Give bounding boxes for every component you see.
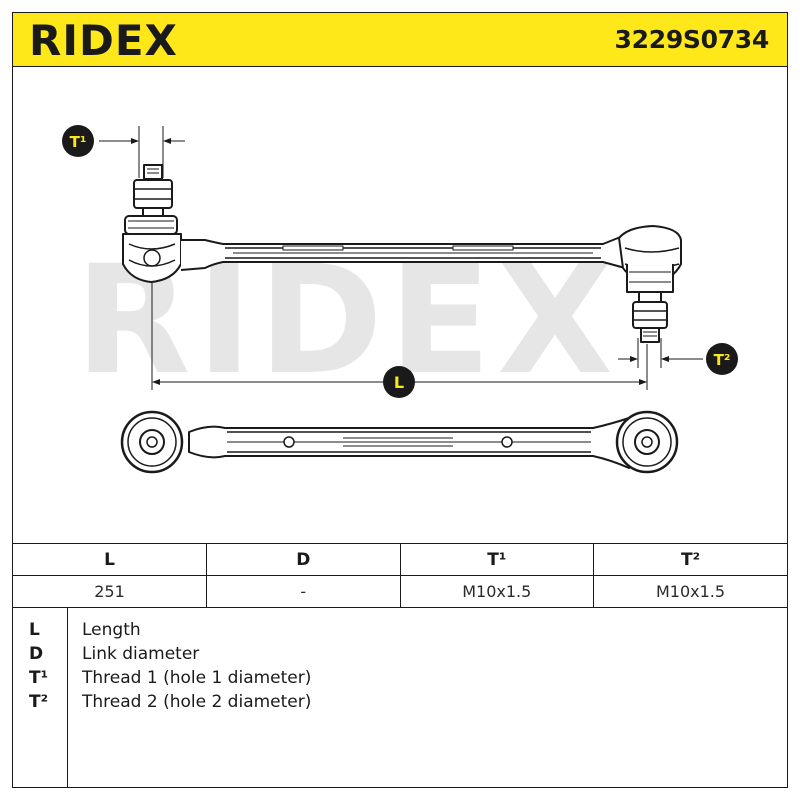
spec-table-header-row: L D T¹ T² (13, 543, 787, 576)
spec-table-value-row: 251 - M10x1.5 M10x1.5 (13, 575, 787, 608)
callout-t1: T¹ (62, 125, 94, 157)
callout-t2: T² (706, 343, 738, 375)
ridex-logo: RIDEX (29, 19, 178, 61)
legend: L Length D Link diameter T¹ Thread 1 (ho… (13, 608, 787, 788)
callout-l: L (383, 366, 415, 398)
legend-item: D Link diameter (13, 644, 787, 668)
legend-divider (67, 608, 68, 788)
spec-header-t2: T² (593, 543, 787, 576)
spec-value-d: - (206, 575, 401, 608)
legend-key: T¹ (29, 668, 49, 688)
header-bar: RIDEX 3229S0734 (13, 13, 787, 67)
legend-desc: Thread 2 (hole 2 diameter) (82, 692, 312, 712)
spec-header-l: L (13, 543, 207, 576)
legend-desc: Link diameter (82, 644, 200, 664)
part-number: 3229S0734 (614, 25, 770, 54)
spec-table: L D T¹ T² 251 - M10x1.5 M10x1.5 (13, 543, 787, 608)
brand-logo-text: RIDEX (29, 19, 178, 61)
spec-value-l: 251 (13, 575, 207, 608)
callout-t1-label: T¹ (70, 133, 87, 151)
legend-item: T² Thread 2 (hole 2 diameter) (13, 692, 787, 716)
spec-header-d: D (206, 543, 401, 576)
legend-key: L (29, 620, 40, 640)
legend-key: T² (29, 692, 49, 712)
callout-l-label: L (394, 373, 404, 392)
legend-item: T¹ Thread 1 (hole 1 diameter) (13, 668, 787, 692)
legend-desc: Length (82, 620, 141, 640)
technical-drawing: RIDEX (62, 125, 738, 474)
spec-value-t1: M10x1.5 (399, 575, 594, 608)
callout-t2-label: T² (714, 351, 731, 369)
product-sheet: RIDEX 3229S0734 RIDEX (12, 12, 788, 788)
legend-key: D (29, 644, 44, 664)
legend-desc: Thread 1 (hole 1 diameter) (82, 668, 312, 688)
spec-header-t1: T¹ (399, 543, 594, 576)
spec-value-t2: M10x1.5 (593, 575, 787, 608)
legend-item: L Length (13, 620, 787, 644)
